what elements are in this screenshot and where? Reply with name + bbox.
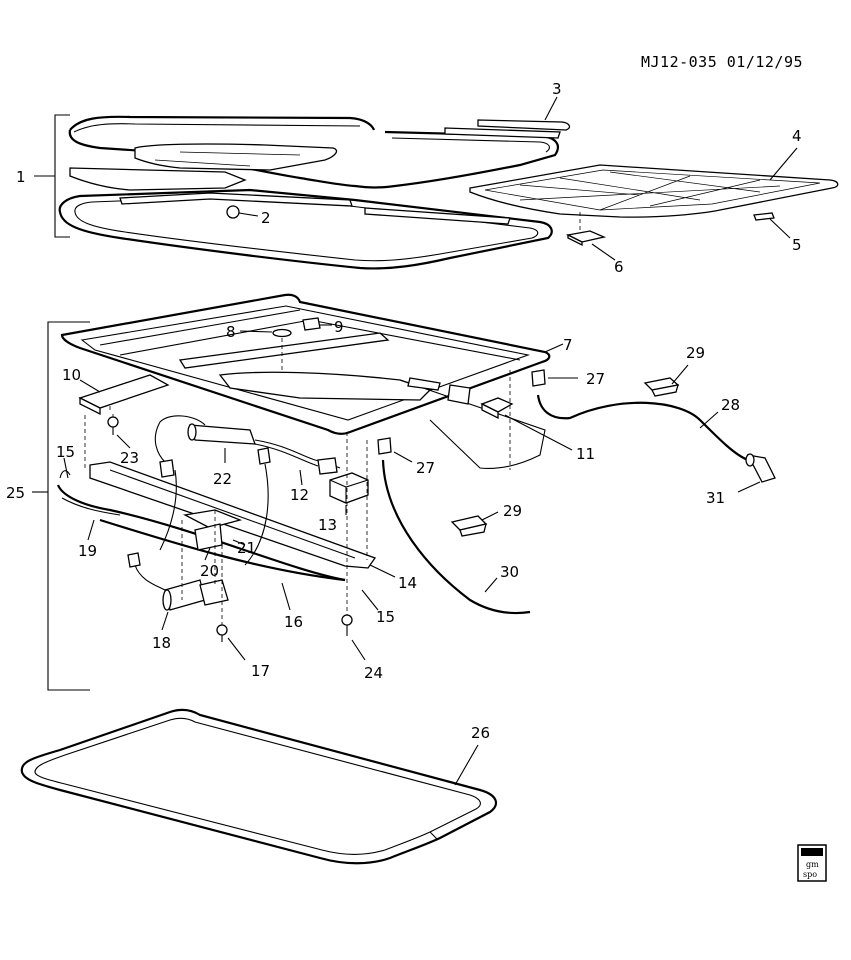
callout-27-upper: 27 xyxy=(586,370,605,388)
bracket-part-10 xyxy=(78,374,170,416)
screw-part-24 xyxy=(341,432,366,661)
callout-9: 9 xyxy=(334,318,344,336)
callout-16: 16 xyxy=(284,613,303,631)
drain-hose-part-28 xyxy=(536,394,749,462)
callout-18: 18 xyxy=(152,634,171,652)
callout-26: 26 xyxy=(471,724,490,742)
callout-24: 24 xyxy=(364,664,383,682)
callout-5: 5 xyxy=(792,236,802,254)
gm-spo-logo: gm spo xyxy=(797,844,827,882)
washer-part-8 xyxy=(239,328,292,338)
drive-bracket-part-20-21 xyxy=(182,509,246,561)
logo-text-spo: spo xyxy=(803,870,817,879)
screw-part-2 xyxy=(226,205,259,219)
cable-guide-part-19 xyxy=(61,497,121,541)
callout-6: 6 xyxy=(614,258,624,276)
callout-15-upper: 15 xyxy=(56,443,75,461)
inner-glass-panel xyxy=(69,143,338,191)
callout-3: 3 xyxy=(552,80,562,98)
clip-part-27-upper xyxy=(531,369,578,387)
bracket-group-1 xyxy=(34,114,70,238)
motor-unit-part-22 xyxy=(154,415,271,566)
clip-part-5 xyxy=(753,212,791,239)
callout-30: 30 xyxy=(500,563,519,581)
fitting-part-31 xyxy=(737,453,776,493)
callout-29-lower: 29 xyxy=(503,502,522,520)
guide-frame-part-14 xyxy=(89,461,396,578)
callout-17: 17 xyxy=(251,662,270,680)
callout-31: 31 xyxy=(706,489,725,507)
clip-part-29-upper xyxy=(643,364,689,397)
callout-7: 7 xyxy=(563,336,573,354)
callout-2: 2 xyxy=(261,209,271,227)
callout-14: 14 xyxy=(398,574,417,592)
callout-23: 23 xyxy=(120,449,139,467)
callout-25: 25 xyxy=(6,484,25,502)
callout-12: 12 xyxy=(290,486,309,504)
callout-labels: 1 2 3 4 5 6 7 8 9 10 11 12 13 14 15 15 1… xyxy=(6,80,802,742)
seal-part-26 xyxy=(20,708,498,865)
roof-frame-part-7 xyxy=(60,293,564,469)
callout-27-lower: 27 xyxy=(416,459,435,477)
motor-part-18 xyxy=(127,552,229,631)
callout-29-upper: 29 xyxy=(686,344,705,362)
clip-part-27-lower xyxy=(377,437,413,463)
callout-11: 11 xyxy=(576,445,595,463)
callout-4: 4 xyxy=(792,127,802,145)
nut-part-11 xyxy=(480,397,573,451)
block-part-6 xyxy=(565,212,616,261)
clip-part-9 xyxy=(302,317,332,331)
callout-15-lower: 15 xyxy=(376,608,395,626)
weatherstrip-part-3 xyxy=(477,96,571,131)
module-part-13 xyxy=(329,472,369,515)
cable-part-16 xyxy=(99,518,346,611)
screw-part-17 xyxy=(216,545,246,661)
callout-10: 10 xyxy=(62,366,81,384)
callout-21: 21 xyxy=(237,539,256,557)
callout-20: 20 xyxy=(200,562,219,580)
screw-part-23 xyxy=(107,414,131,449)
logo-text-gm: gm xyxy=(806,860,819,869)
cable-part-15 xyxy=(56,457,379,611)
lower-housing-frame xyxy=(58,127,561,270)
callout-1: 1 xyxy=(16,168,26,186)
diagram-code: MJ12-035 01/12/95 xyxy=(641,53,803,71)
harness-part-12 xyxy=(254,439,341,486)
callout-8: 8 xyxy=(226,323,236,341)
glass-panel-part-4 xyxy=(469,147,839,218)
callout-19: 19 xyxy=(78,542,97,560)
upper-seal-frame xyxy=(68,115,559,189)
clip-part-29-lower xyxy=(450,511,499,537)
callout-22: 22 xyxy=(213,470,232,488)
assembly-guide-lines xyxy=(84,338,511,600)
callout-28: 28 xyxy=(721,396,740,414)
drain-hose-part-30 xyxy=(381,459,531,615)
callout-13: 13 xyxy=(318,516,337,534)
bracket-group-25 xyxy=(32,321,90,691)
